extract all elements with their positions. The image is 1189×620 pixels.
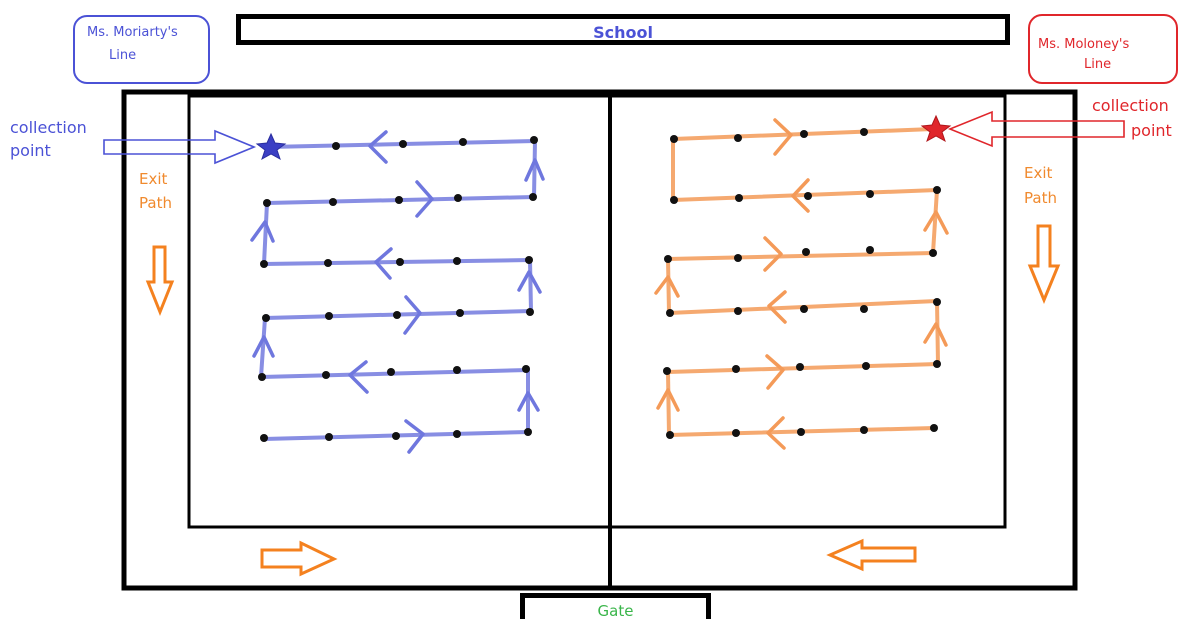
student-dot	[734, 134, 742, 142]
student-dot	[530, 136, 538, 144]
student-dot	[732, 429, 740, 437]
student-dot	[802, 248, 810, 256]
student-dot	[933, 360, 941, 368]
right-exit-label-line2: Path	[1024, 189, 1057, 207]
student-dot	[453, 430, 461, 438]
right-exit-label-line1: Exit	[1024, 164, 1053, 182]
student-dot	[260, 260, 268, 268]
left-exit-down-arrow-icon	[145, 245, 175, 317]
student-dot	[526, 308, 534, 316]
student-dot	[796, 363, 804, 371]
student-dot	[860, 305, 868, 313]
student-dot	[524, 428, 532, 436]
student-dot	[732, 365, 740, 373]
student-dot	[735, 194, 743, 202]
moloney-collection-arrow-icon	[947, 110, 1125, 148]
student-dot	[456, 309, 464, 317]
student-dot	[263, 199, 271, 207]
bottom-left-exit-right-arrow-icon	[260, 540, 338, 577]
moriarty-line-subtitle: Line	[109, 48, 137, 63]
student-dot	[525, 256, 533, 264]
moloney-line-subtitle: Line	[1084, 57, 1112, 72]
moriarty-collection-arrow-icon	[103, 129, 257, 165]
gate-label: Gate	[597, 602, 634, 620]
student-dot	[529, 193, 537, 201]
student-dot	[866, 246, 874, 254]
student-dot	[325, 312, 333, 320]
moriarty-line-title: Ms. Moriarty's	[87, 25, 178, 40]
student-dot	[262, 314, 270, 322]
student-dot	[332, 142, 340, 150]
left-collection-label-line2: point	[10, 141, 51, 160]
student-dot	[393, 311, 401, 319]
moloney-path	[666, 127, 940, 437]
student-dot	[260, 434, 268, 442]
student-dot	[453, 257, 461, 265]
student-dot	[395, 196, 403, 204]
student-dot	[396, 258, 404, 266]
student-dot	[734, 254, 742, 262]
student-dot	[387, 368, 395, 376]
student-dot	[666, 309, 674, 317]
inner-yard	[187, 94, 1007, 529]
student-dot	[454, 194, 462, 202]
student-dot	[453, 366, 461, 374]
moloney-student-dots	[663, 128, 941, 439]
bottom-right-exit-left-arrow-icon	[826, 538, 917, 572]
moriarty-student-dots	[258, 136, 538, 442]
gate: Gate	[520, 593, 711, 620]
student-dot	[800, 305, 808, 313]
left-exit-label-line2: Path	[139, 194, 172, 212]
right-exit-down-arrow-icon	[1027, 224, 1061, 304]
moloney-direction-arrows	[654, 118, 949, 450]
student-dot	[862, 362, 870, 370]
student-dot	[860, 128, 868, 136]
moriarty-line-box: Ms. Moriarty's Line	[73, 15, 210, 84]
student-dot	[663, 367, 671, 375]
outer-boundary	[121, 89, 1078, 591]
moloney-line-box: Ms. Moloney's Line	[1028, 14, 1178, 84]
student-dot	[399, 140, 407, 148]
student-dot	[670, 196, 678, 204]
moriarty-direction-arrows	[250, 130, 545, 454]
student-dot	[392, 432, 400, 440]
moriarty-collection-star-icon	[255, 132, 287, 161]
student-dot	[258, 373, 266, 381]
right-collection-label-line2: point	[1131, 121, 1172, 140]
student-dot	[929, 249, 937, 257]
student-dot	[804, 192, 812, 200]
student-dot	[329, 198, 337, 206]
school-label: School	[593, 23, 653, 42]
moloney-line-title: Ms. Moloney's	[1038, 37, 1130, 52]
student-dot	[522, 365, 530, 373]
student-dot	[322, 371, 330, 379]
left-collection-label-line1: collection	[10, 118, 87, 137]
student-dot	[664, 255, 672, 263]
student-dot	[459, 138, 467, 146]
student-dot	[930, 424, 938, 432]
student-dot	[734, 307, 742, 315]
moriarty-path	[259, 139, 537, 441]
student-dot	[800, 130, 808, 138]
student-dot	[933, 186, 941, 194]
student-dot	[933, 298, 941, 306]
student-dot	[866, 190, 874, 198]
student-dot	[324, 259, 332, 267]
student-dot	[860, 426, 868, 434]
student-dot	[666, 431, 674, 439]
left-exit-label-line1: Exit	[139, 170, 168, 188]
student-dot	[325, 433, 333, 441]
moloney-collection-star-icon	[920, 114, 952, 143]
school-building: School	[236, 14, 1010, 45]
student-dot	[670, 135, 678, 143]
right-collection-label-line1: collection	[1092, 96, 1169, 115]
student-dot	[797, 428, 805, 436]
